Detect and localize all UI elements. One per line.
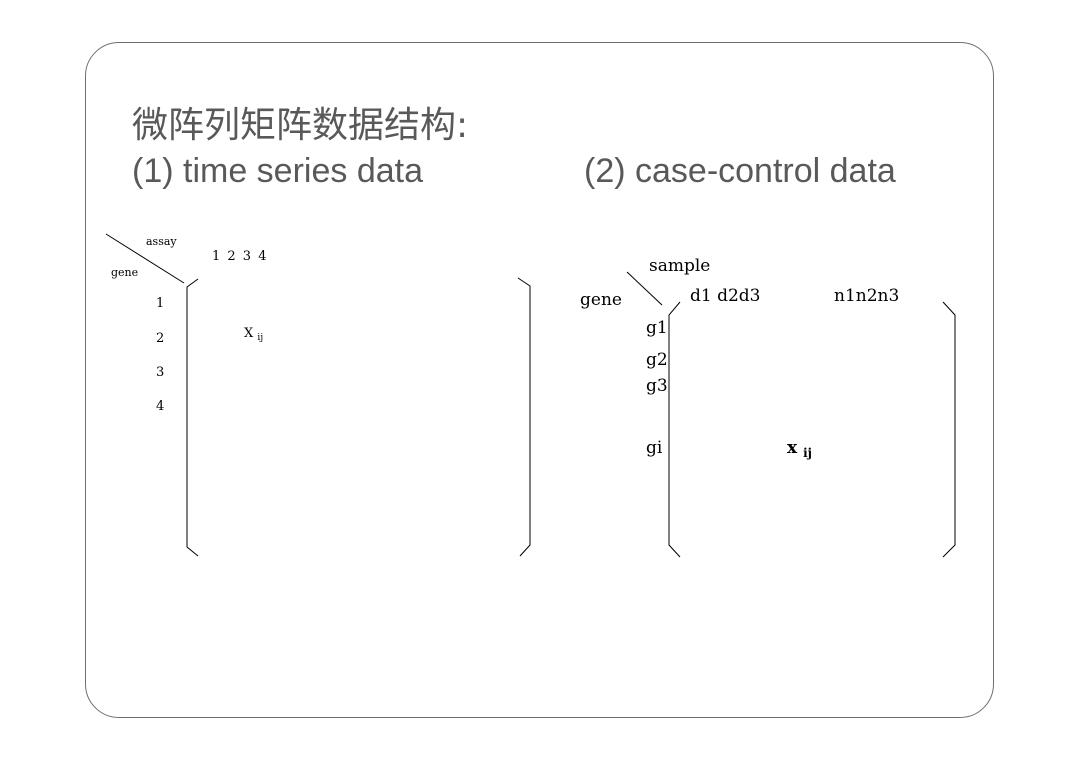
right-columns-first: d1 d2d3 bbox=[690, 286, 761, 306]
right-matrix-element: x ij bbox=[787, 440, 812, 460]
right-row-label: g2 bbox=[646, 350, 668, 370]
left-row-label: 4 bbox=[156, 399, 165, 414]
right-element-base: x bbox=[787, 438, 798, 458]
left-row-label: 2 bbox=[156, 331, 165, 346]
right-columns-last: n1n2n3 bbox=[834, 286, 900, 306]
subtitle-case-control: (2) case-control data bbox=[584, 152, 896, 190]
left-row-label: 1 bbox=[156, 296, 165, 311]
left-column-numbers: 1 2 3 4 bbox=[212, 249, 267, 264]
left-col-header: assay bbox=[146, 235, 177, 248]
right-col-header: sample bbox=[649, 256, 711, 276]
slide-frame bbox=[85, 42, 994, 718]
left-element-base: X bbox=[244, 326, 254, 341]
right-element-subscript: ij bbox=[803, 446, 812, 461]
right-row-label: gi bbox=[646, 438, 663, 458]
right-row-label: g1 bbox=[646, 318, 668, 338]
left-row-label: 3 bbox=[156, 365, 165, 380]
right-row-label: g3 bbox=[646, 376, 668, 396]
left-matrix-element: X ij bbox=[244, 327, 263, 343]
left-row-header: gene bbox=[111, 266, 139, 279]
slide-title: 微阵列矩阵数据结构: bbox=[132, 105, 469, 146]
subtitle-time-series: (1) time series data bbox=[132, 152, 423, 190]
right-row-header: gene bbox=[580, 290, 622, 310]
left-element-subscript: ij bbox=[257, 333, 264, 344]
